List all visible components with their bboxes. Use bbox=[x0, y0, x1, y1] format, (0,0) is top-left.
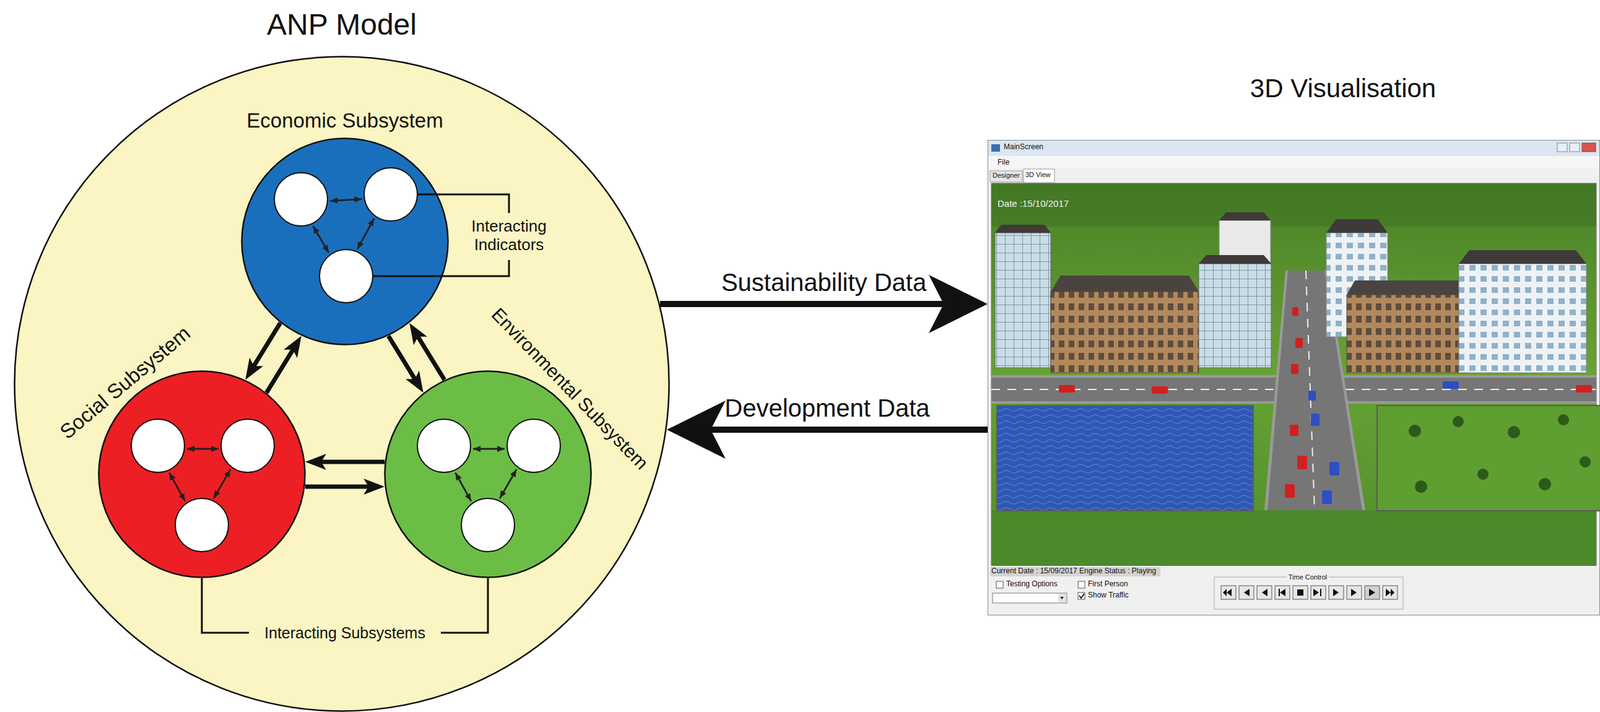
indicator-arrow bbox=[169, 473, 185, 502]
indicator-arrow bbox=[213, 469, 231, 499]
circle-outline bbox=[97, 370, 306, 579]
circle-fill bbox=[385, 371, 592, 578]
indicator-arrow bbox=[213, 469, 231, 499]
ui-text: Designer bbox=[992, 171, 1020, 180]
circle-fill bbox=[242, 138, 449, 345]
indicator-arrow bbox=[169, 473, 185, 502]
ui-text: MainScreen bbox=[1003, 143, 1044, 152]
indicator-arrow bbox=[499, 469, 517, 499]
visualisation-window: 3D Visualisation bbox=[987, 139, 1600, 616]
subsystem-label: Economic Subsystem bbox=[246, 108, 443, 133]
data-flow-arrow bbox=[660, 300, 951, 308]
window-frame bbox=[988, 140, 1600, 616]
data-flow-arrow bbox=[704, 426, 988, 433]
subsystem-arrow bbox=[388, 336, 416, 381]
indicator-circle bbox=[131, 419, 185, 473]
subsystem-arrow bbox=[305, 484, 370, 490]
subsystem-circle: Environmental Subsystem bbox=[383, 370, 592, 579]
indicator-circle bbox=[461, 498, 515, 552]
model-title: 3D Visualisation bbox=[1250, 73, 1436, 104]
indicator-circle bbox=[507, 419, 561, 473]
3d-scene bbox=[991, 183, 1600, 566]
indicator-arrow bbox=[455, 473, 471, 502]
edge-label: Development Data bbox=[724, 393, 930, 423]
subsystem-circle: Economic Subsystem bbox=[240, 137, 449, 346]
ui-text: File bbox=[997, 158, 1010, 168]
indicator-arrow bbox=[313, 226, 329, 253]
indicator-circle bbox=[221, 419, 275, 473]
indicator-arrow bbox=[330, 199, 362, 202]
ui-text: Current Date : 15/09/2017 Engine Status … bbox=[991, 567, 1157, 576]
indicator-arrow bbox=[186, 448, 219, 451]
indicator-arrow bbox=[330, 199, 362, 202]
ui-text: Date :15/10/2017 bbox=[997, 198, 1069, 209]
subsystem-arrow bbox=[266, 348, 294, 393]
indicator-circle bbox=[274, 172, 328, 227]
indicator-arrow bbox=[473, 448, 505, 451]
circle-fill bbox=[14, 56, 670, 712]
ui-text: Time Control bbox=[1286, 573, 1330, 582]
control-panel bbox=[988, 565, 1600, 615]
indicator-circle bbox=[319, 249, 373, 303]
ui-text: Testing Options bbox=[1006, 580, 1058, 589]
indicator-arrow bbox=[357, 218, 374, 249]
circle-outline bbox=[383, 370, 592, 579]
circle-fill bbox=[99, 371, 306, 578]
ui-text: 3D View bbox=[1025, 170, 1051, 179]
screenshot-illustration bbox=[987, 139, 1600, 616]
anp-model-circle: ANP ModelEconomic SubsystemSocial Subsys… bbox=[13, 55, 670, 712]
annotation-label: Interacting Indicators bbox=[454, 217, 564, 255]
subsystem-arrow bbox=[320, 460, 385, 465]
indicator-arrow bbox=[499, 469, 517, 499]
model-title: ANP Model bbox=[266, 7, 417, 42]
indicator-circle bbox=[175, 498, 229, 552]
indicator-arrow bbox=[473, 448, 505, 451]
edge-label: Sustainability Data bbox=[721, 268, 927, 297]
indicator-arrow bbox=[455, 473, 471, 502]
subsystem-arrow bbox=[253, 323, 281, 368]
annotation-label: Interacting Subsystems bbox=[264, 624, 426, 643]
ui-text: Show Traffic bbox=[1087, 591, 1129, 600]
indicator-arrow bbox=[357, 218, 374, 249]
circle-outline bbox=[240, 137, 449, 346]
ui-text: First Person bbox=[1087, 580, 1129, 589]
subsystem-circle: Social Subsystem bbox=[97, 370, 306, 579]
indicator-circle bbox=[417, 419, 471, 473]
indicator-arrow bbox=[313, 226, 329, 253]
indicator-arrow bbox=[186, 448, 219, 451]
indicator-circle bbox=[364, 167, 418, 222]
subsystem-arrow bbox=[417, 335, 445, 380]
